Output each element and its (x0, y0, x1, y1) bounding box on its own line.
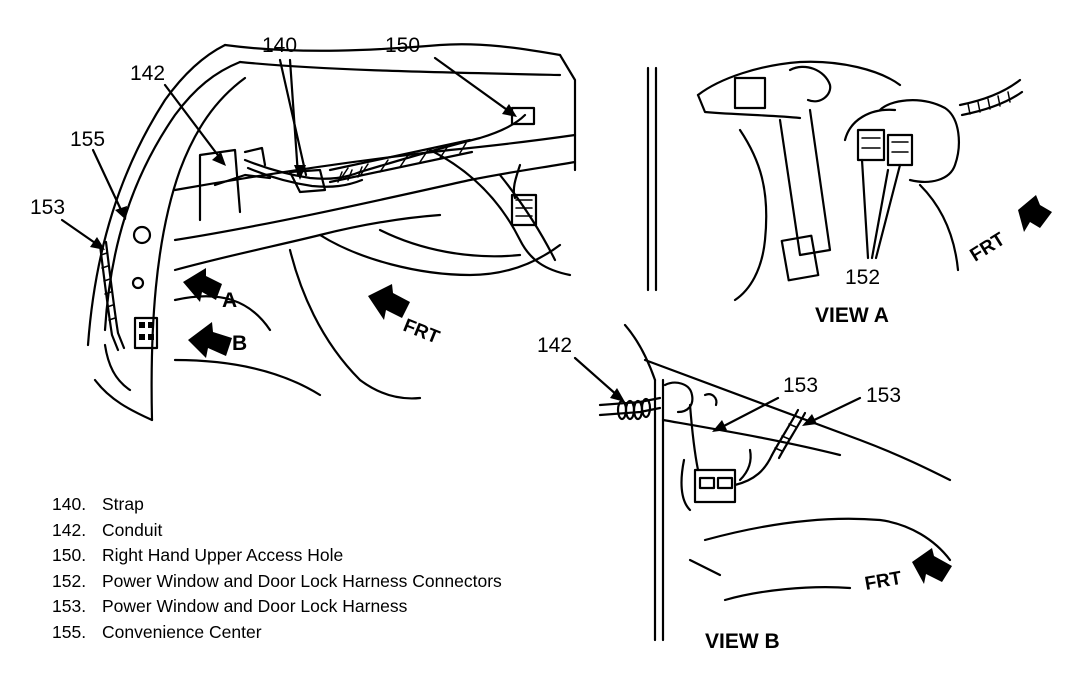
legend-number: 150. (52, 545, 87, 565)
frt-label-main: FRT (400, 315, 442, 348)
legend-item: 152. Power Window and Door Lock Harness C… (52, 569, 502, 595)
callout-142-view-b: 142 (537, 334, 572, 357)
legend-item: 140. Strap (52, 492, 502, 518)
main-dash-illustration (86, 43, 577, 422)
arrow-label-b: B (232, 332, 247, 355)
callout-153: 153 (30, 196, 65, 219)
parts-legend: 140. Strap 142. Conduit 150. Right Hand Upp… (52, 492, 502, 645)
view-b-illustration (573, 323, 952, 642)
view-a-label: VIEW A (815, 304, 889, 327)
callout-153-view-b-right: 153 (866, 384, 901, 407)
legend-number: 153. (52, 596, 87, 616)
legend-item: 155. Convenience Center (52, 620, 502, 646)
legend-text: Strap (102, 494, 144, 514)
legend-item: 150. Right Hand Upper Access Hole (52, 543, 502, 569)
callout-153-view-b-left: 153 (783, 374, 818, 397)
callout-142: 142 (130, 62, 165, 85)
legend-number: 152. (52, 570, 87, 591)
legend-item: 153. Power Window and Door Lock Harness (52, 594, 502, 620)
callout-155: 155 (70, 128, 105, 151)
legend-text: Conduit (102, 519, 163, 540)
legend-text: Power Window and Door Lock Harness Conne… (102, 570, 502, 591)
legend-number: 140. (52, 494, 87, 514)
legend-text: Right Hand Upper Access Hole (102, 545, 344, 565)
legend-text: Power Window and Door Lock Harness (102, 596, 408, 616)
callout-152: 152 (845, 266, 880, 289)
legend-number: 142. (52, 519, 87, 540)
callout-140: 140 (262, 34, 297, 57)
frt-label-view-b: FRT (863, 568, 903, 595)
main-callout-leaders (60, 56, 517, 250)
view-b-label: VIEW B (705, 630, 780, 653)
arrow-label-a: A (222, 289, 237, 312)
frt-label-view-a: FRT (967, 229, 1010, 267)
legend-text: Convenience Center (102, 621, 262, 642)
legend-number: 155. (52, 621, 87, 642)
callout-150: 150 (385, 34, 420, 57)
view-a-illustration (646, 60, 1052, 302)
legend-item: 142. Conduit (52, 518, 502, 544)
